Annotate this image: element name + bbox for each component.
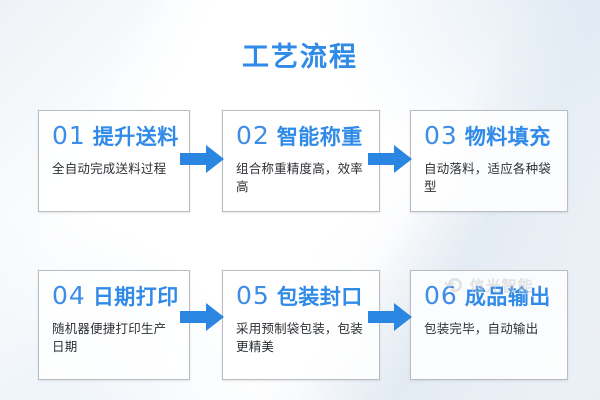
flow-step-header: 01 提升送料 <box>52 122 178 151</box>
flow-step-title: 物料填充 <box>464 125 551 149</box>
flow-step-card-06[interactable]: 06 成品输出 包装完毕，自动输出 <box>410 270 568 380</box>
flow-step-header: 03 物料填充 <box>424 122 556 151</box>
flow-step-header: 05 包装封口 <box>236 282 368 311</box>
arrow-right-icon <box>368 303 412 331</box>
flow-step-number: 02 <box>236 121 270 150</box>
arrow-right-icon <box>180 145 224 173</box>
arrow-right-icon <box>368 145 412 173</box>
flow-step-card-01[interactable]: 01 提升送料 全自动完成送料过程 <box>38 110 190 212</box>
flow-step-number: 05 <box>236 281 270 310</box>
flow-step-header: 04 日期打印 <box>52 282 178 311</box>
flow-step-header: 06 成品输出 <box>424 282 556 311</box>
flow-step-title: 智能称重 <box>276 125 363 149</box>
flow-step-title: 包装封口 <box>276 285 363 309</box>
flow-step-description: 组合称重精度高，效率高 <box>236 161 364 194</box>
flow-step-title: 成品输出 <box>464 285 551 309</box>
flow-step-number: 03 <box>424 121 458 150</box>
page-title: 工艺流程 <box>242 42 358 73</box>
flow-step-description: 随机器便捷打印生产日期 <box>52 321 167 354</box>
flow-step-description: 包装完毕，自动输出 <box>424 321 539 336</box>
flow-step-header: 02 智能称重 <box>236 122 368 151</box>
flow-step-card-03[interactable]: 03 物料填充 自动落料，适应各种袋型 <box>410 110 568 212</box>
flow-step-card-05[interactable]: 05 包装封口 采用预制袋包装，包装更精美 <box>222 270 380 380</box>
flow-step-card-04[interactable]: 04 日期打印 随机器便捷打印生产日期 <box>38 270 190 380</box>
flow-step-number: 04 <box>52 281 86 310</box>
flow-step-title: 日期打印 <box>92 285 179 309</box>
flow-step-description: 全自动完成送料过程 <box>52 161 167 176</box>
flow-step-number: 06 <box>424 281 458 310</box>
flow-step-description: 采用预制袋包装，包装更精美 <box>236 321 364 354</box>
arrow-right-icon <box>180 303 224 331</box>
flow-step-number: 01 <box>52 121 86 150</box>
flow-step-title: 提升送料 <box>92 125 179 149</box>
flow-step-card-02[interactable]: 02 智能称重 组合称重精度高，效率高 <box>222 110 380 212</box>
flow-step-description: 自动落料，适应各种袋型 <box>424 161 552 194</box>
